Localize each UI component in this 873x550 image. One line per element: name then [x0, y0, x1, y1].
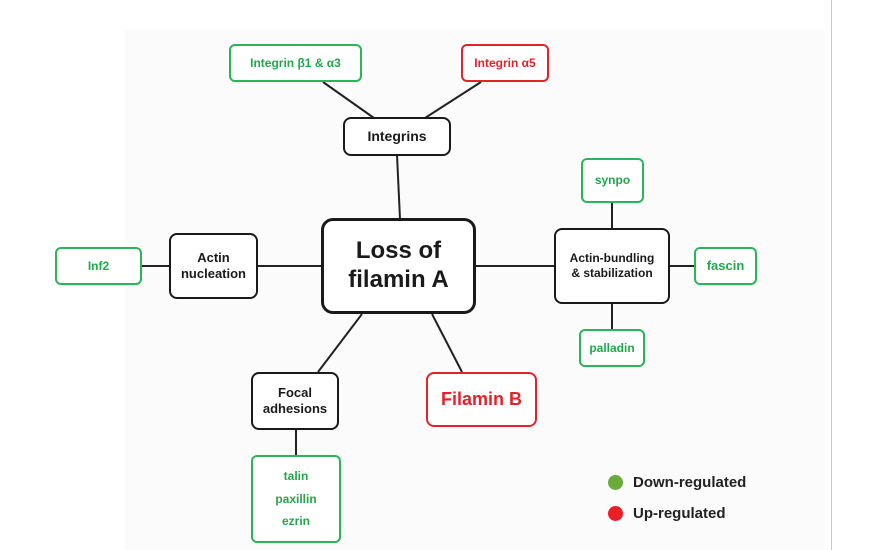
green-dot-icon [608, 475, 623, 490]
actin-bundling-node: Actin-bundling & stabilization [554, 228, 670, 304]
link-center-focal [317, 313, 363, 373]
palladin-node: palladin [579, 329, 645, 367]
synpo-node: synpo [581, 158, 644, 203]
fascin-node: fascin [694, 247, 757, 285]
focal-proteins-node: talin paxillin ezrin [251, 455, 341, 543]
actin-nucleation-node: Actin nucleation [169, 233, 258, 299]
legend-down-regulated: Down-regulated [608, 474, 746, 491]
center-node: Loss of filamin A [321, 218, 476, 314]
integrin-b1-a3-node: Integrin β1 & α3 [229, 44, 362, 82]
link-integrin-b1a3-integrins [322, 81, 375, 119]
red-dot-icon [608, 506, 623, 521]
filamin-b-node: Filamin B [426, 372, 537, 427]
legend-down-label: Down-regulated [633, 474, 747, 491]
focal-adhesions-node: Focal adhesions [251, 372, 339, 430]
link-center-filaminb [431, 313, 463, 373]
link-integrins-center [396, 154, 401, 220]
legend-up-label: Up-regulated [633, 505, 726, 522]
inf2-node: Inf2 [55, 247, 142, 285]
integrins-node: Integrins [343, 117, 451, 156]
right-divider [831, 0, 832, 550]
integrin-a5-node: Integrin α5 [461, 44, 549, 82]
legend-up-regulated: Up-regulated [608, 505, 726, 522]
link-integrin-a5-integrins [424, 81, 482, 119]
